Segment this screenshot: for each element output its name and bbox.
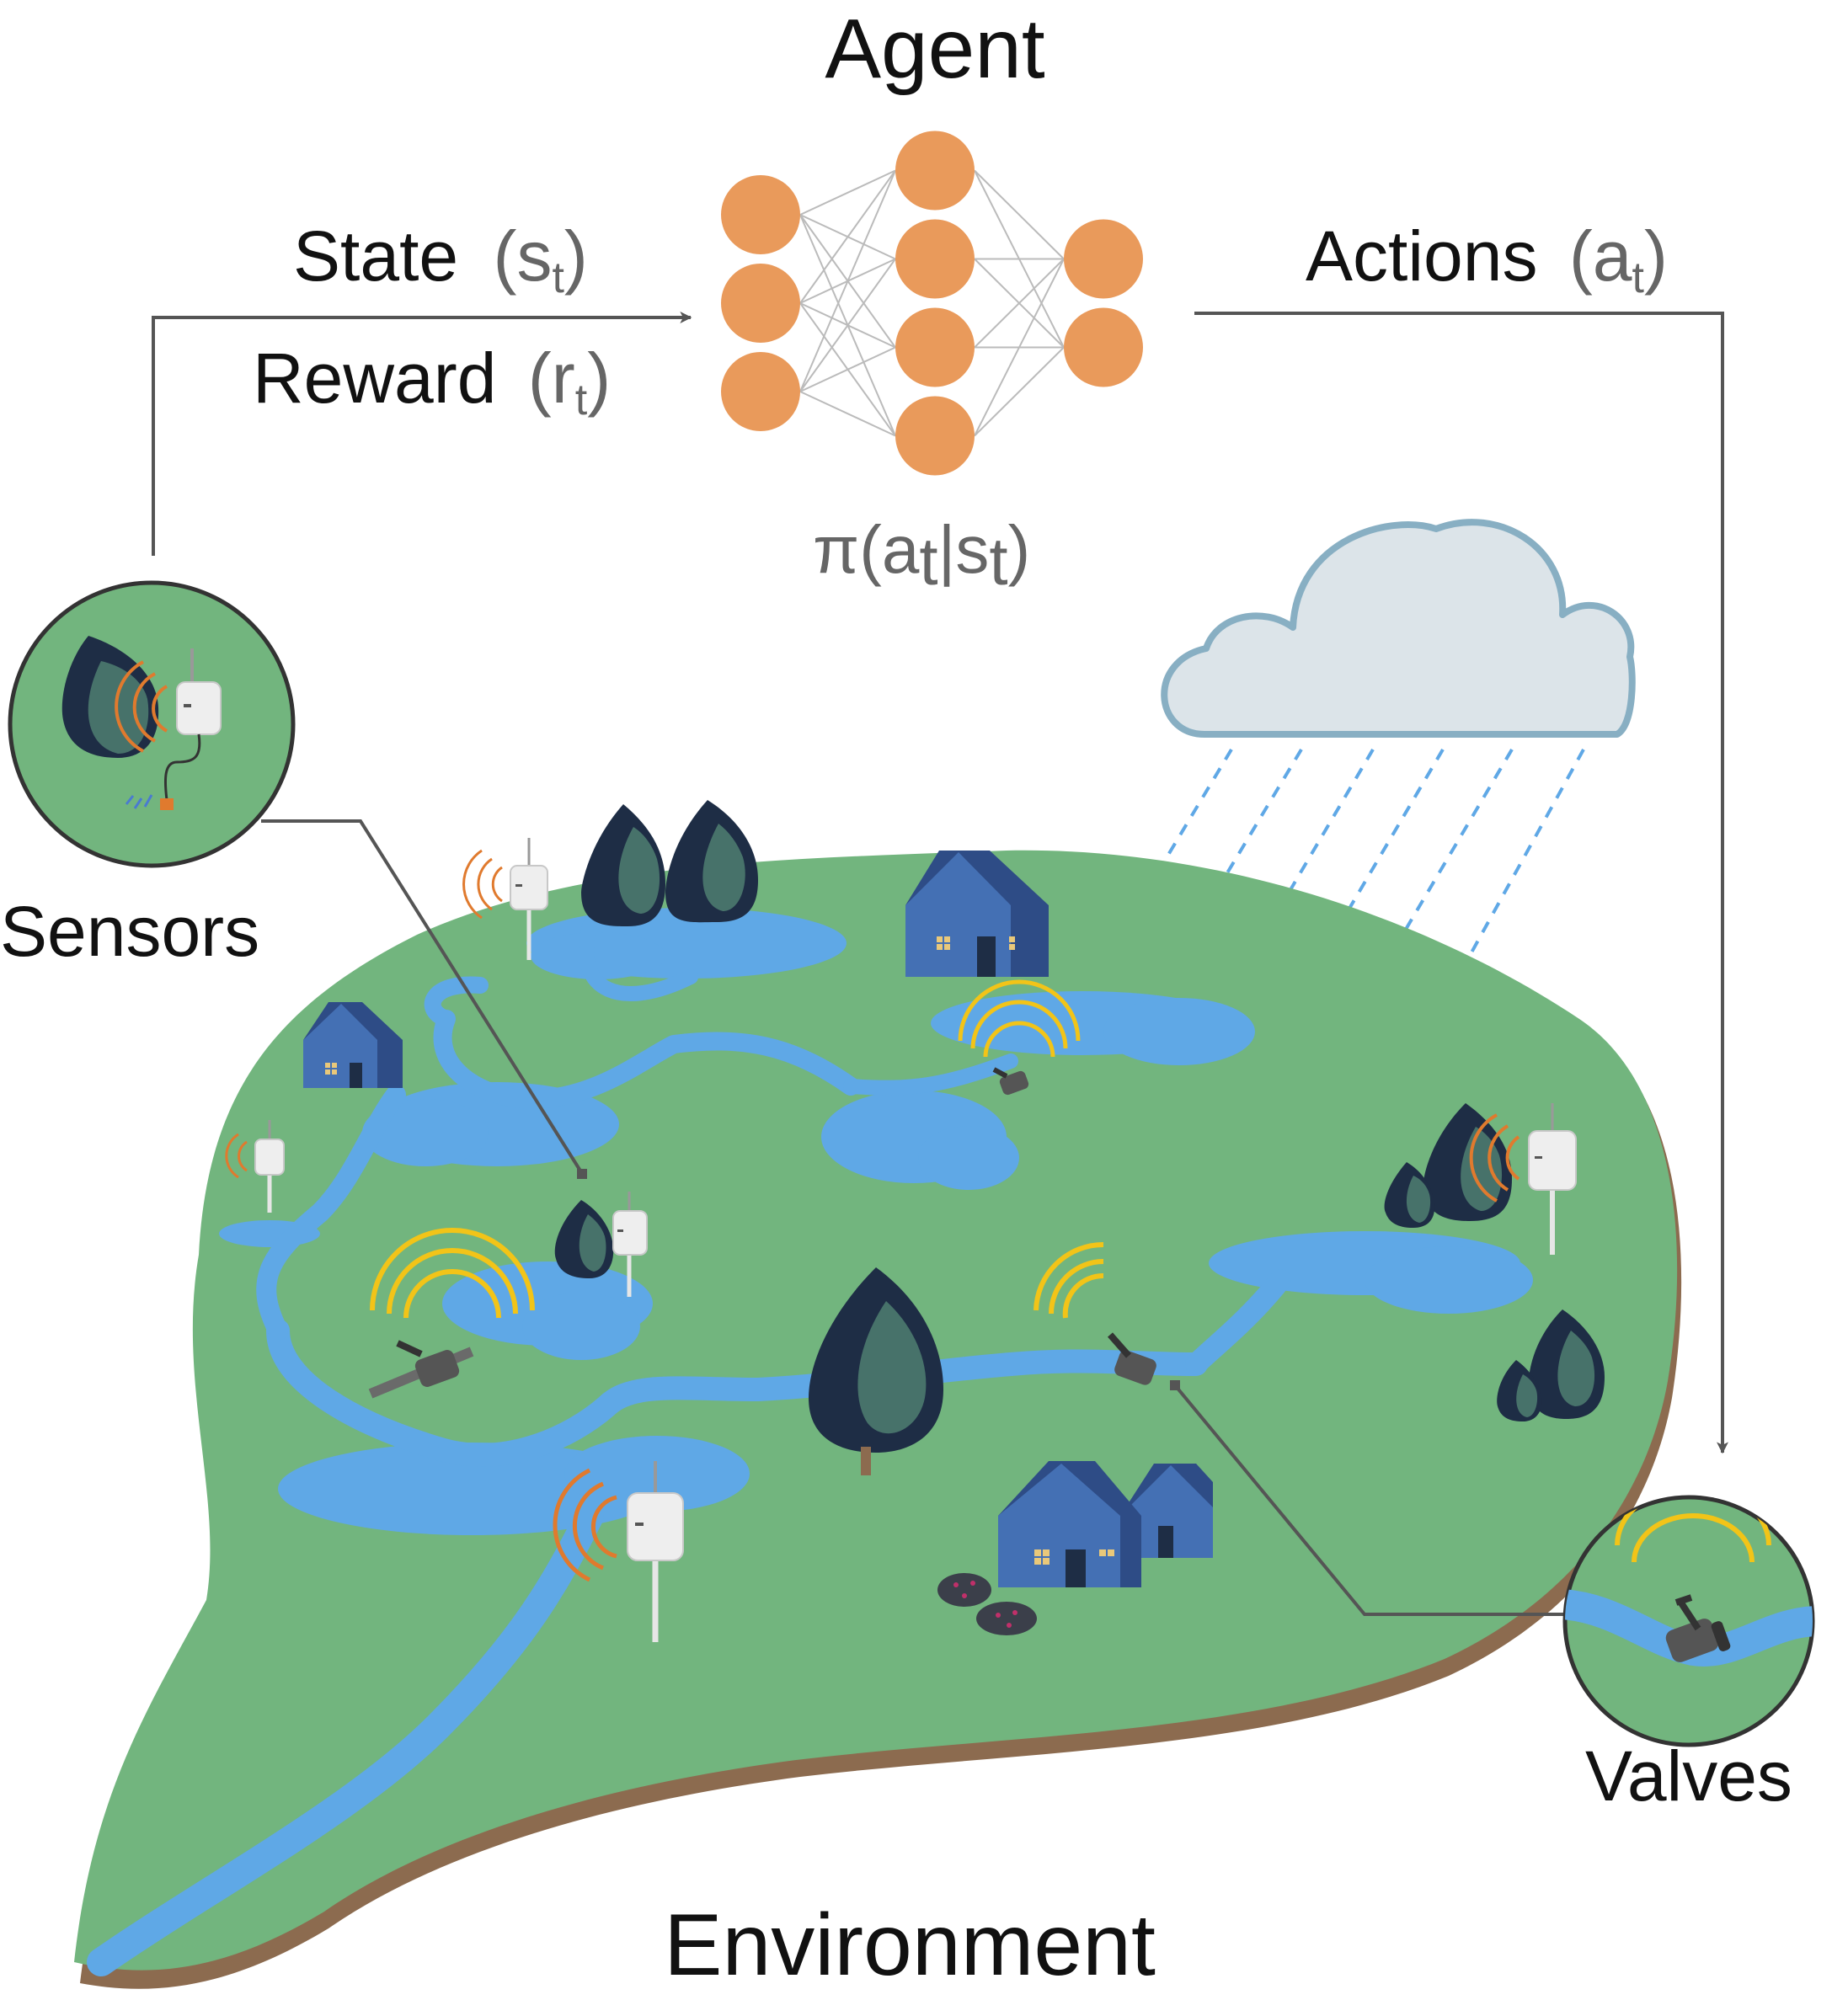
neuron-node <box>721 175 800 254</box>
house-icon <box>1120 1464 1213 1558</box>
house-icon <box>303 1002 403 1088</box>
actions-symbol: (a <box>1569 216 1632 296</box>
reward-symbol: (r <box>528 339 575 418</box>
policy-label: π(at|st) <box>813 512 1030 599</box>
valves-callout <box>1562 1495 1815 1747</box>
tree-icon <box>1529 1309 1605 1419</box>
house-icon <box>905 851 1049 977</box>
network-edge <box>974 258 1065 349</box>
actions-arrow <box>1194 312 1728 1454</box>
actions-subscript: t <box>1632 253 1645 302</box>
neuron-node <box>1064 219 1143 299</box>
state-symbol: (s <box>493 216 552 296</box>
state-close: ) <box>564 216 588 296</box>
sensor-icon <box>462 838 548 960</box>
neuron-node <box>1064 307 1143 387</box>
actions-word: Actions <box>1306 216 1537 296</box>
policy-close: ) <box>1008 512 1031 587</box>
sensors-label: Sensors <box>0 892 259 971</box>
neuron-node <box>721 264 800 343</box>
tree-icon <box>809 1267 943 1475</box>
reward-subscript: t <box>575 376 588 424</box>
valve-icon <box>958 979 1081 1096</box>
valve-leader-end <box>1170 1380 1180 1390</box>
policy-sub1: t <box>919 524 937 599</box>
sensor-leader-end <box>577 1169 587 1179</box>
network-edge <box>974 169 1065 260</box>
water-network <box>219 908 1533 1535</box>
tree-icon <box>1384 1162 1435 1228</box>
network-edge <box>974 346 1065 437</box>
state-label: State (st) <box>293 216 588 302</box>
neural-network <box>721 131 1143 476</box>
house-icon <box>998 1461 1141 1587</box>
network-edge <box>799 170 896 392</box>
network-edge <box>799 391 896 437</box>
agent-title: Agent <box>825 2 1045 96</box>
reward-label: Reward (rt) <box>253 339 611 424</box>
neuron-node <box>895 131 975 211</box>
actions-label: Actions (at) <box>1306 216 1668 302</box>
network-edge <box>799 258 896 392</box>
network-connections <box>799 169 1065 437</box>
sensor-icon <box>225 1120 285 1213</box>
policy-mid: |s <box>938 512 990 587</box>
tree-icon <box>1497 1360 1542 1421</box>
network-edge <box>974 259 1065 436</box>
valve-icon <box>1033 1242 1156 1385</box>
state-reward-arrow <box>152 312 692 556</box>
tree-icon <box>581 804 665 926</box>
rain-cloud-icon <box>1161 519 1636 738</box>
valve-icon <box>368 1228 535 1399</box>
neuron-node <box>895 396 975 476</box>
sensor-icon <box>612 1192 648 1297</box>
tree-icon <box>554 1200 614 1278</box>
network-edge <box>799 169 896 216</box>
actions-close: ) <box>1644 216 1668 296</box>
sensor-leader-line <box>261 819 585 1176</box>
neuron-node <box>895 307 975 387</box>
bush-icon <box>937 1573 1037 1635</box>
neuron-node <box>721 352 800 431</box>
neuron-node <box>895 219 975 299</box>
network-edge <box>799 346 896 392</box>
state-subscript: t <box>552 253 564 302</box>
policy-sub2: t <box>989 524 1007 599</box>
sensor-icon <box>1469 1103 1577 1255</box>
network-edge <box>799 169 896 304</box>
valves-label: Valves <box>1585 1736 1792 1816</box>
valve-leader-line <box>1173 1384 1567 1616</box>
policy-prefix: π(a <box>813 512 920 587</box>
reward-close: ) <box>587 339 611 418</box>
sensor-icon <box>553 1461 684 1642</box>
tree-icon <box>665 800 758 923</box>
reward-word: Reward <box>253 339 496 418</box>
environment-label: Environment <box>664 1896 1156 1994</box>
state-word: State <box>293 216 458 296</box>
sensors-callout <box>8 580 296 868</box>
